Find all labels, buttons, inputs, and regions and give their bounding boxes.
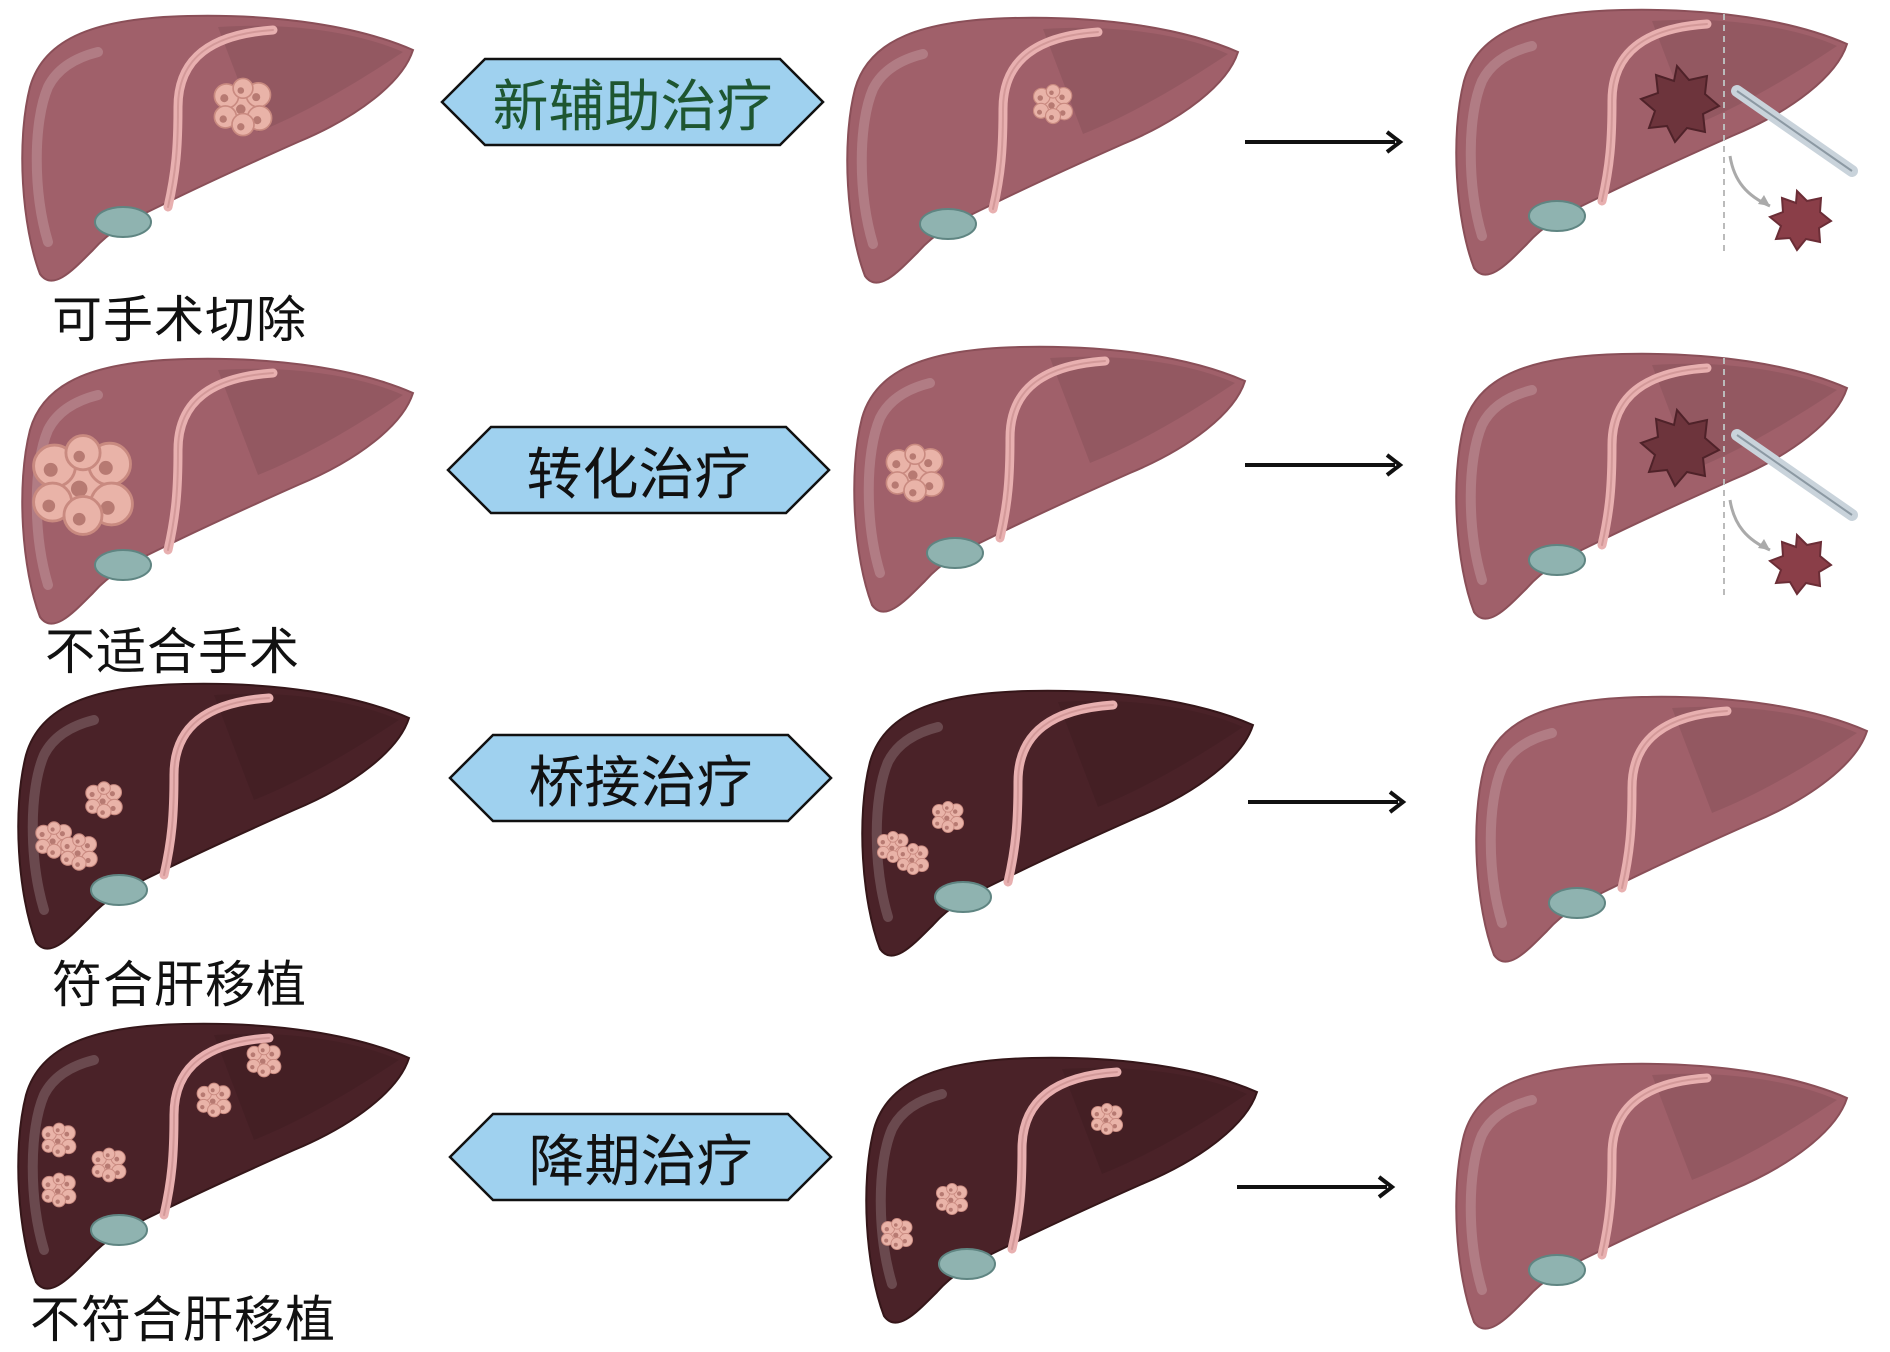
resection-cavity: [1639, 407, 1721, 488]
treatment-label: 转化治疗: [526, 442, 751, 508]
liver-resected: [1452, 6, 1858, 276]
hexagon-shape: [448, 1112, 833, 1202]
hexagon-shape: [440, 57, 825, 147]
liver-transplant-eligible: [14, 680, 414, 950]
liver-resectable-tumor: [18, 12, 418, 282]
tumor: [32, 434, 134, 536]
tumor: [213, 77, 273, 137]
resected-tumor: [1768, 188, 1833, 252]
row-label-resectable: 可手术切除: [52, 291, 307, 349]
tumor: [931, 800, 965, 834]
tumor: [935, 1182, 969, 1216]
liver-resected: [1452, 350, 1858, 620]
tumor: [41, 1172, 77, 1208]
liver-transplant-ineligible: [14, 1020, 414, 1290]
arrow-right-icon: [1237, 1172, 1397, 1202]
hexagon-shape: [448, 733, 833, 823]
row-label-transplant-ineligible: 不符合肝移植: [30, 1291, 336, 1349]
row-label-transplant-eligible: 符合肝移植: [52, 956, 307, 1014]
resection-cavity: [1639, 63, 1721, 144]
liver-after-neoadjuvant: [843, 14, 1243, 284]
scalpel-icon: [1731, 85, 1858, 177]
tumor: [246, 1042, 282, 1078]
tumor: [880, 1217, 914, 1251]
tumor: [1090, 1102, 1124, 1136]
resected-tumor: [1768, 532, 1833, 596]
tumor: [1032, 83, 1074, 125]
treatment-label: 桥接治疗: [528, 750, 753, 816]
tumor: [885, 443, 945, 503]
liver-unresectable-tumor: [18, 355, 418, 625]
liver-transplanted: [1472, 693, 1872, 963]
arrow-right-icon: [1245, 450, 1405, 480]
arrow-right-icon: [1248, 787, 1408, 817]
treatment-label: 新辅助治疗: [492, 74, 773, 140]
liver-after-downstaging: [862, 1054, 1262, 1324]
tumor: [896, 842, 930, 876]
treatment-badge-neoadjuvant: 新辅助治疗: [440, 57, 825, 147]
treatment-label: 降期治疗: [528, 1129, 753, 1195]
hexagon-shape: [446, 425, 831, 515]
scalpel-icon: [1731, 429, 1858, 521]
treatment-badge-bridging: 桥接治疗: [448, 733, 833, 823]
liver-after-conversion: [850, 343, 1250, 613]
tumor: [91, 1147, 127, 1183]
row-label-unresectable: 不适合手术: [45, 623, 300, 681]
tumor: [85, 781, 123, 819]
treatment-badge-downstaging: 降期治疗: [448, 1112, 833, 1202]
liver-transplanted: [1452, 1060, 1852, 1330]
arrow-right-icon: [1245, 127, 1405, 157]
tumor: [196, 1082, 232, 1118]
liver-after-bridging: [858, 687, 1258, 957]
tumor: [41, 1122, 77, 1158]
treatment-badge-conversion: 转化治疗: [446, 425, 831, 515]
tumor: [60, 833, 98, 871]
